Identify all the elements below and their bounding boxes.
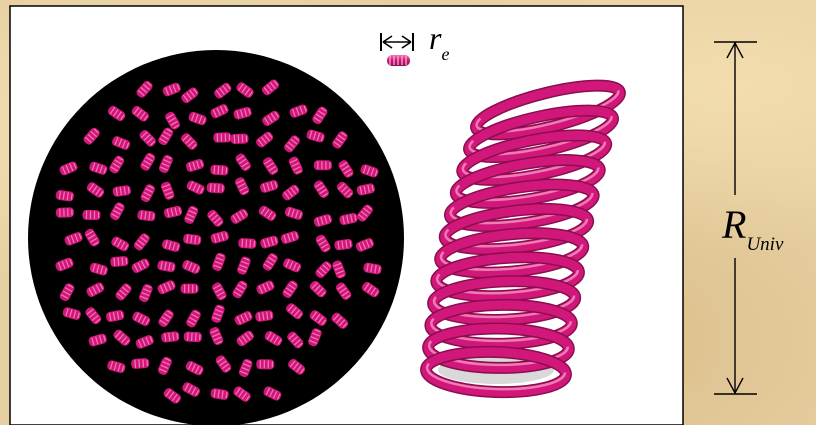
universe-radius-label: RUniv <box>721 202 784 255</box>
coil-segment <box>256 359 274 369</box>
coil-segment <box>82 210 100 220</box>
coil-segment <box>314 160 332 170</box>
coil-segment <box>110 256 129 268</box>
coil-segment <box>131 358 150 369</box>
universe-radius-subscript: Univ <box>746 234 784 255</box>
coil-segment <box>238 238 257 249</box>
coil-segment <box>181 284 199 294</box>
universe-radius-symbol: R <box>721 202 746 247</box>
small-coil-icon <box>387 55 410 66</box>
coil-segment <box>56 207 74 218</box>
coil-segment <box>213 132 231 142</box>
universe-radius-dimension: RUniv <box>714 42 784 394</box>
coil-segment <box>230 133 248 144</box>
coil-segment <box>210 164 229 175</box>
coil-segment <box>184 331 202 342</box>
compressed-universe-sphere <box>28 50 404 425</box>
coil-segment <box>206 182 225 193</box>
electron-radius-subscript: e <box>441 44 449 64</box>
electron-radius-symbol: r <box>429 20 442 56</box>
